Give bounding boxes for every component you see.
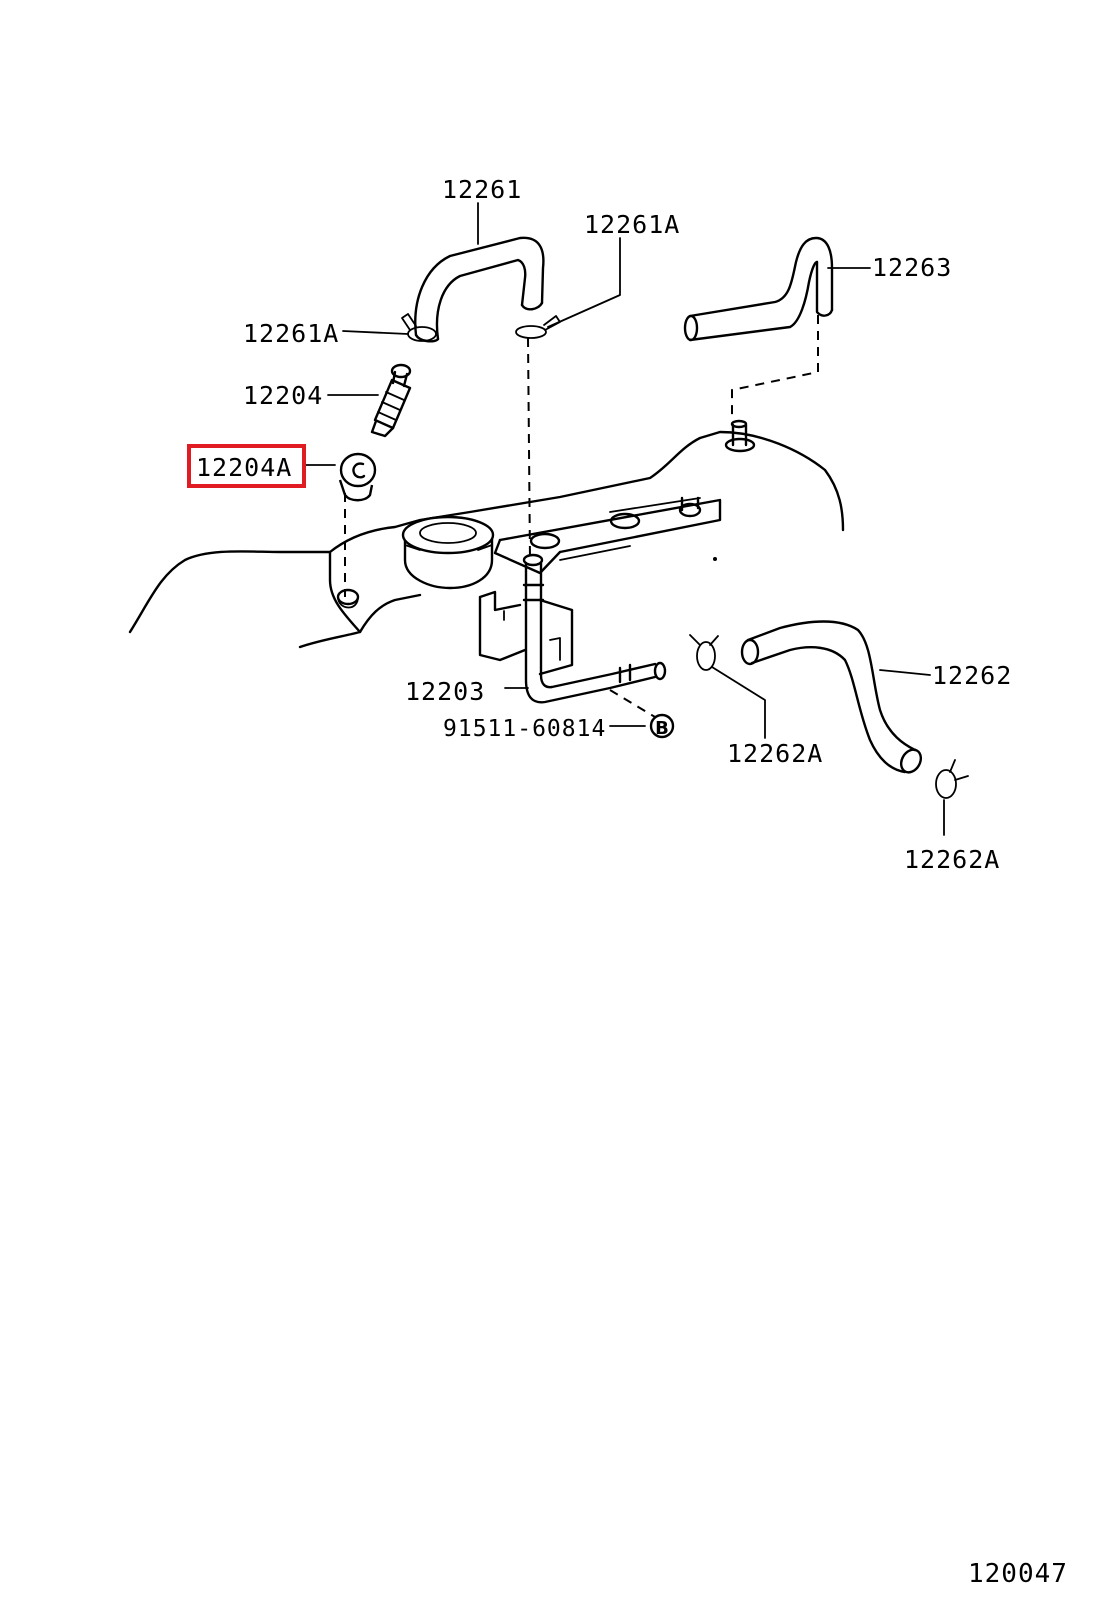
label-12263: 12263 <box>872 253 952 282</box>
label-91511-60814: 91511-60814 <box>443 716 606 742</box>
clip-12262a-bottom-shape <box>935 759 969 799</box>
label-12204a: 12204A <box>196 453 292 482</box>
bolt-marker-b: B <box>649 713 675 739</box>
clip-12262a-mid-shape <box>689 634 719 671</box>
label-12204: 12204 <box>243 381 323 410</box>
hose-12263-shape <box>683 236 834 342</box>
bolt-marker-letter: B <box>655 718 669 739</box>
clip-12261a-top-shape <box>515 315 561 339</box>
grommet-12204a-shape <box>338 452 377 502</box>
label-12203: 12203 <box>405 677 485 706</box>
label-12261a-top: 12261A <box>584 210 680 239</box>
pcv-valve-12204-shape <box>370 363 412 438</box>
hose-12262-shape <box>740 620 923 774</box>
cylinder-head-cover <box>128 419 845 649</box>
label-12261: 12261 <box>442 175 522 204</box>
label-12262a-bottom: 12262A <box>904 845 1000 874</box>
label-12261a-left: 12261A <box>243 319 339 348</box>
label-12262: 12262 <box>932 661 1012 690</box>
assembly-dashed-lines <box>344 315 819 718</box>
label-12262a-mid: 12262A <box>727 739 823 768</box>
highlight-box <box>187 444 306 488</box>
leader-lines <box>305 202 945 836</box>
pipe-12203-shape <box>478 553 667 704</box>
figure-number: 120047 <box>968 1559 1068 1589</box>
